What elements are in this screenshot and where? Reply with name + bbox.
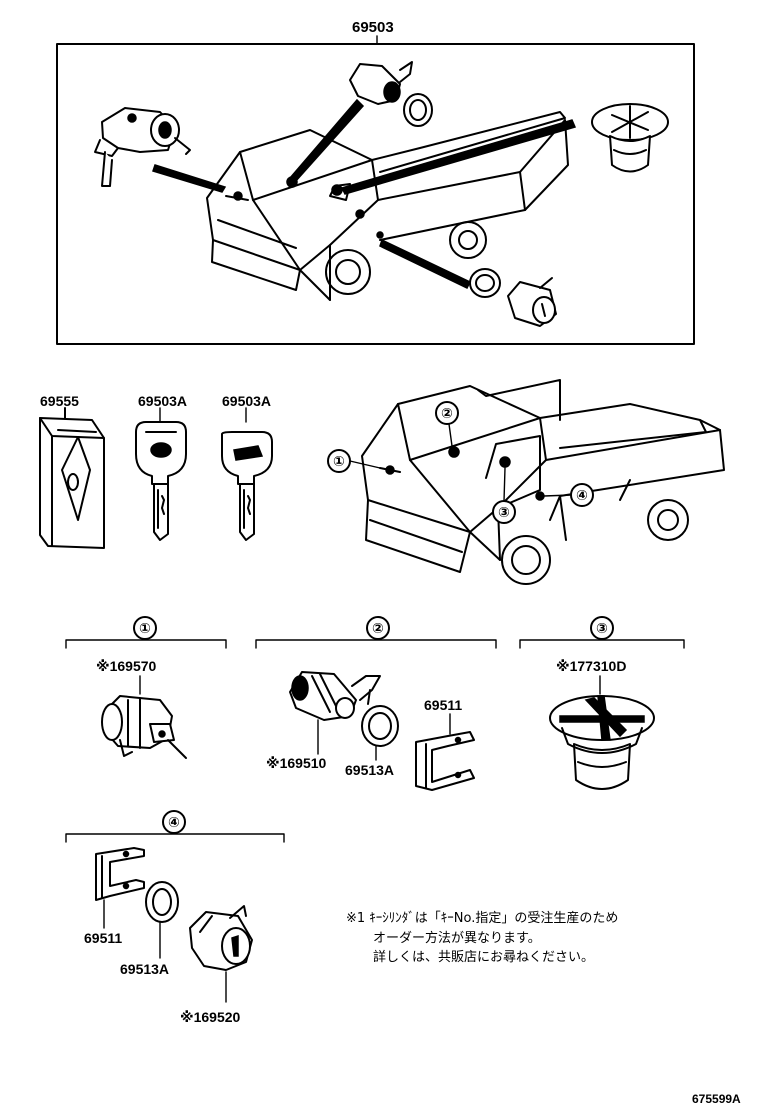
group-3-part-number[interactable]: ※177310D	[556, 658, 626, 674]
group-1: ① ※169570	[65, 616, 227, 759]
fuel-cap-icon	[549, 695, 655, 790]
ignition-lock-cylinder-icon	[94, 107, 191, 187]
group-2-bracket-part-number[interactable]: 69511	[424, 697, 462, 713]
leader-arrow	[152, 164, 227, 193]
top-assembly: 69503	[56, 19, 695, 345]
gasket-ring-icon	[361, 705, 399, 747]
parts-row: 69555 69503A 69503A	[39, 379, 725, 585]
key-case-icon	[39, 407, 105, 549]
key-icon	[221, 407, 273, 541]
top-truck-illustration	[206, 111, 569, 301]
note-line-2: オーダー方法が異なります。	[373, 930, 541, 946]
callout-1: ①	[327, 449, 381, 473]
door-lock-cylinder-icon	[349, 61, 433, 127]
group-1-circle: ①	[139, 620, 151, 636]
key-1-part-number[interactable]: 69503A	[138, 393, 187, 409]
group-4-cylinder-part-number[interactable]: ※169520	[180, 1009, 241, 1025]
group-3-circle: ③	[596, 620, 608, 636]
top-assembly-part-number[interactable]: 69503	[352, 19, 394, 36]
order-note: ※1 ｷｰｼﾘﾝﾀﾞは「ｷｰNo.指定」の受注生産のため オーダー方法が異なりま…	[346, 910, 618, 965]
group-4-ring-part-number[interactable]: 69513A	[120, 961, 169, 977]
group-2: ② ※169510 69513A 69511	[255, 616, 497, 791]
group-4: ④ 69511 69513A ※169520	[65, 810, 285, 1025]
lock-cylinder-icon	[189, 905, 253, 971]
callout-truck-illustration	[361, 379, 725, 585]
leader-arrow	[379, 238, 472, 289]
group-1-part-number[interactable]: ※169570	[96, 658, 157, 674]
note-line-1: ※1 ｷｰｼﾘﾝﾀﾞは「ｷｰNo.指定」の受注生産のため	[346, 910, 618, 926]
group-3: ③ ※177310D	[519, 616, 685, 790]
rear-lock-cylinder-icon	[469, 268, 557, 327]
lock-cylinder-icon	[101, 695, 187, 759]
group-4-circle: ④	[168, 814, 180, 830]
group-2-ring-part-number[interactable]: 69513A	[345, 762, 394, 778]
key-case-part-number[interactable]: 69555	[40, 393, 79, 409]
callout-4: ④	[543, 483, 594, 507]
group-2-cylinder-part-number[interactable]: ※169510	[266, 755, 327, 771]
callout-3-label: ③	[498, 504, 510, 520]
callout-2: ②	[435, 401, 459, 447]
key-icon	[135, 407, 187, 541]
gasket-ring-icon	[145, 881, 179, 923]
callout-1-label: ①	[333, 453, 345, 469]
callout-2-label: ②	[441, 405, 453, 421]
group-2-circle: ②	[372, 620, 384, 636]
fuel-cap-icon	[591, 103, 669, 173]
lock-cylinder-icon	[289, 671, 381, 721]
callout-4-label: ④	[576, 487, 588, 503]
group-4-bracket-part-number[interactable]: 69511	[84, 930, 122, 946]
bracket-icon	[95, 847, 145, 901]
leader-arrow	[340, 119, 577, 195]
bracket-icon	[415, 731, 475, 791]
note-line-3: 詳しくは、共販店にお尋ねください。	[373, 949, 594, 965]
callout-3: ③	[492, 467, 516, 524]
key-2-part-number[interactable]: 69503A	[222, 393, 271, 409]
leader-arrow	[288, 98, 365, 184]
figure-code: 675599A	[692, 1092, 741, 1106]
top-assembly-frame	[56, 43, 695, 345]
